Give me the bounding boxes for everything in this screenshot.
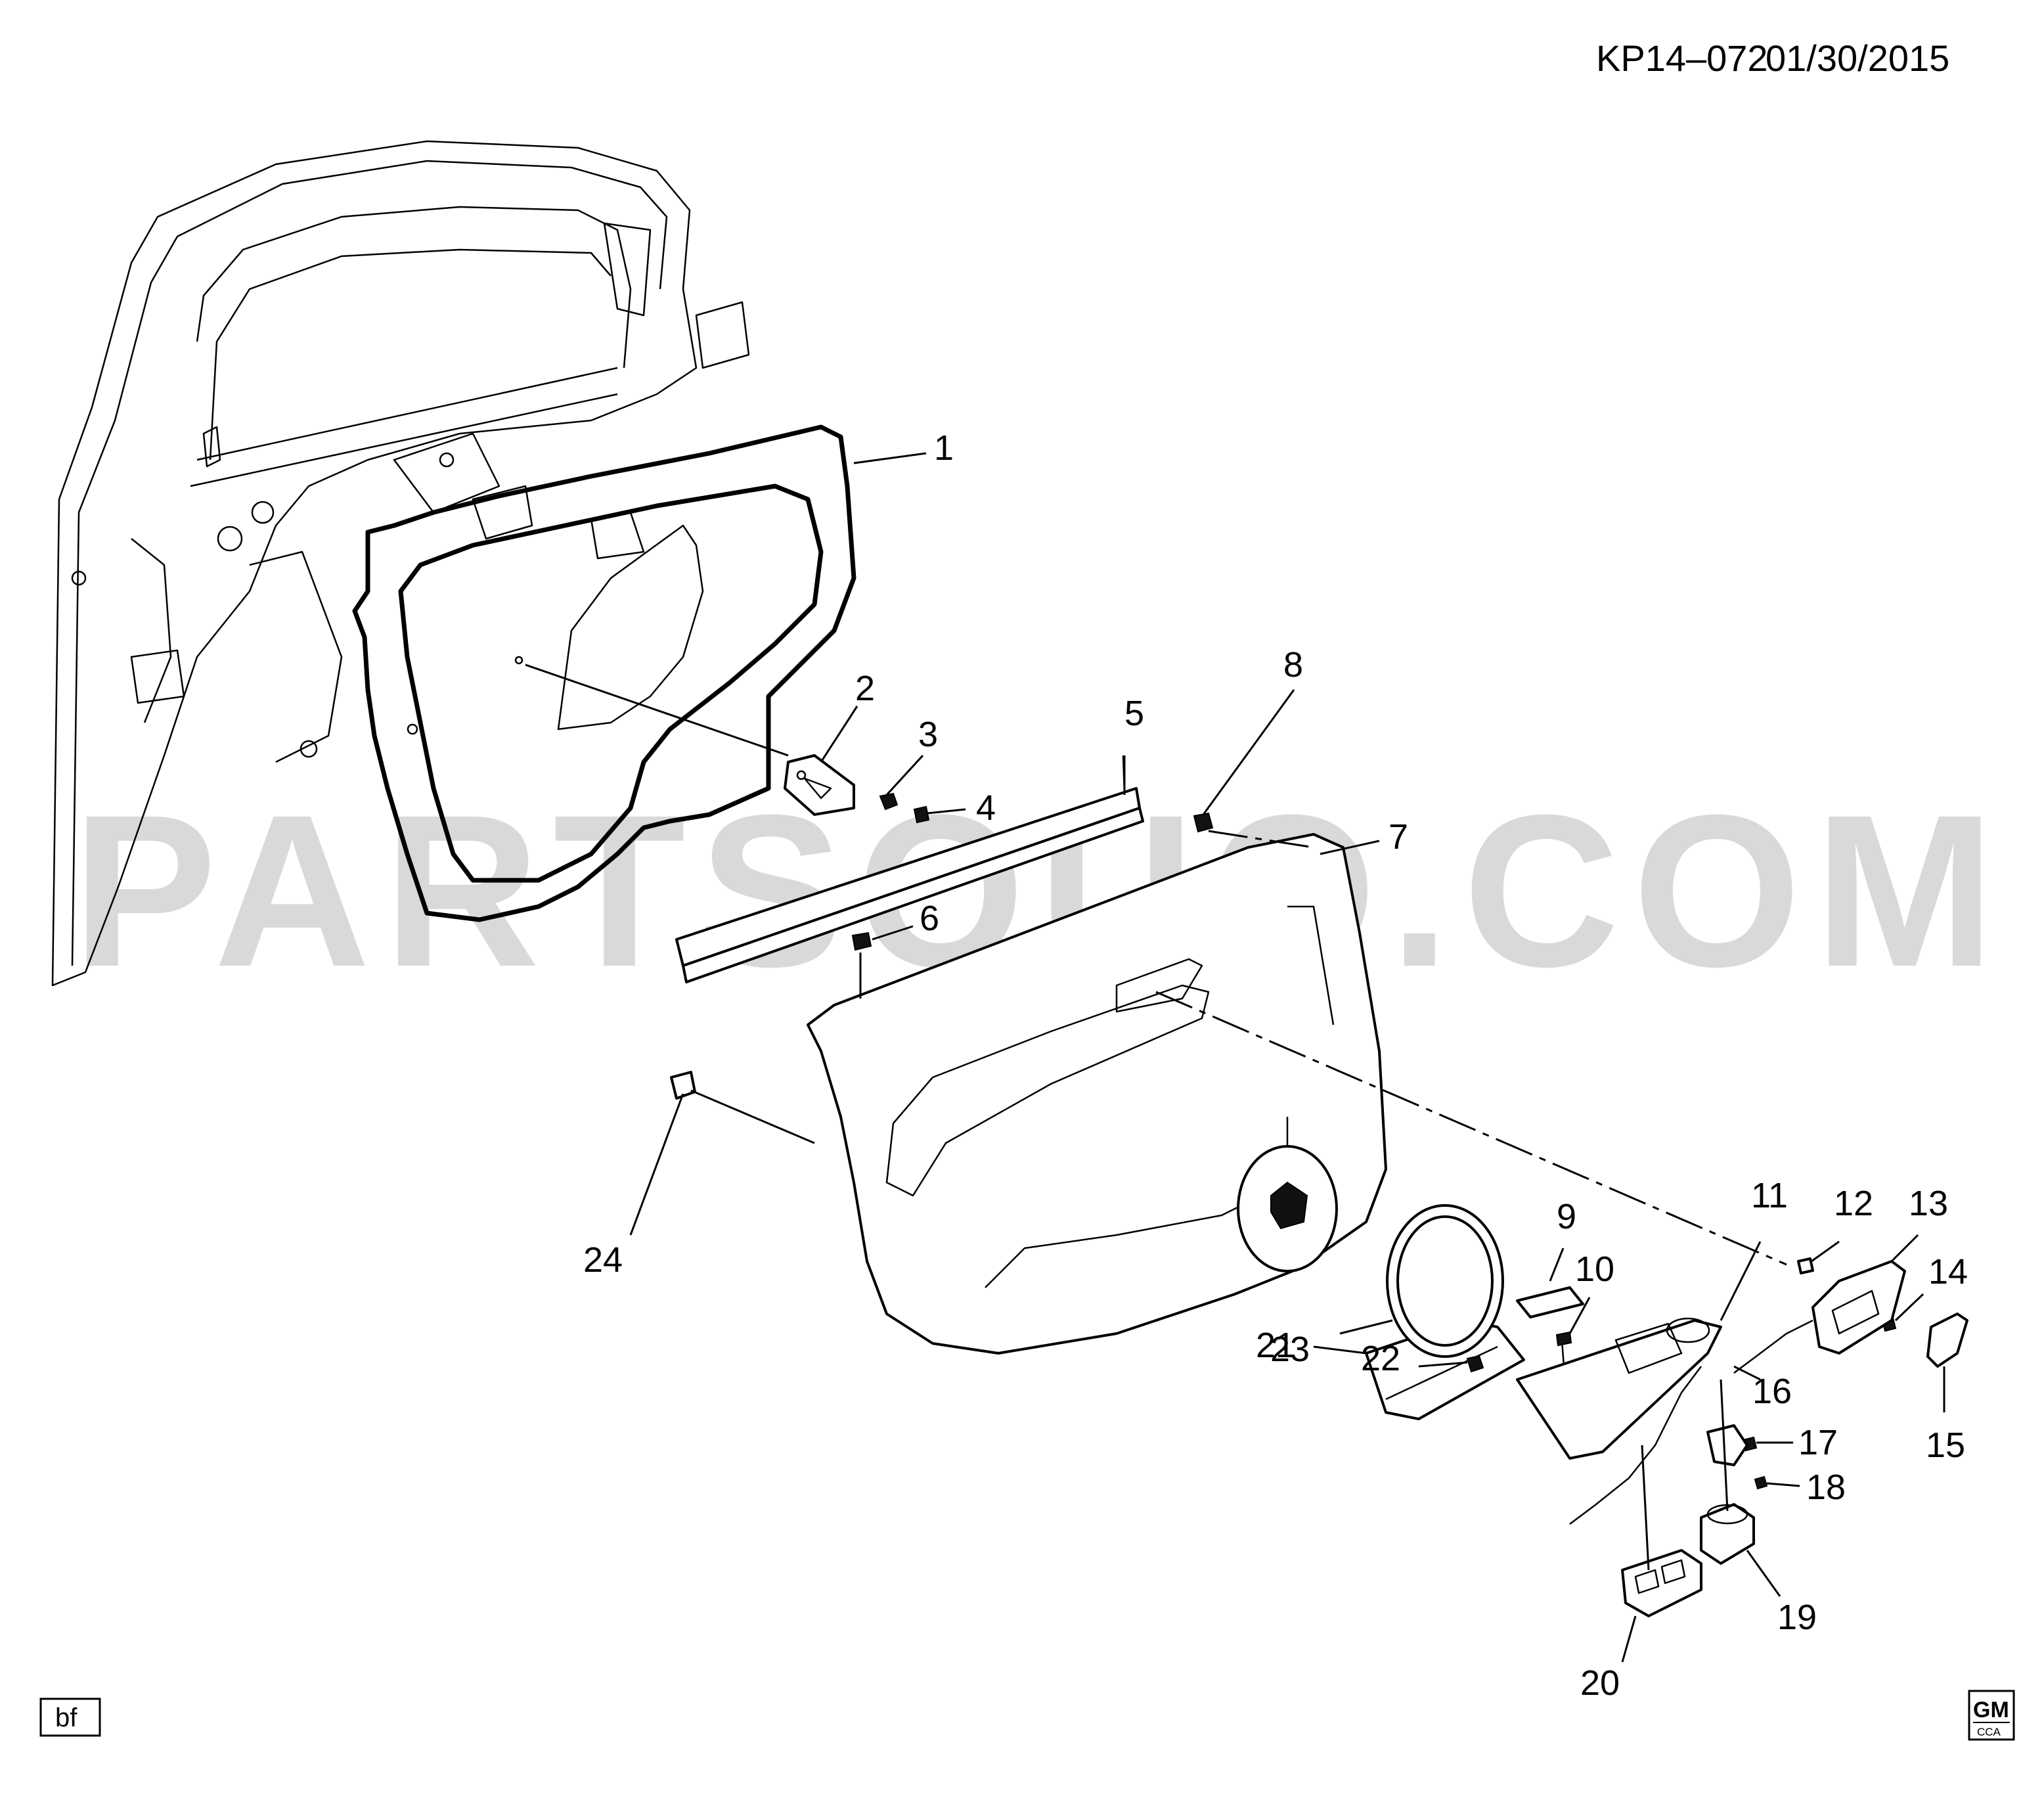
callout-14: 14 [1928,1252,1968,1292]
callout-20: 20 [1580,1663,1620,1703]
callout-13: 13 [1909,1184,1948,1223]
callout-9: 9 [1557,1197,1576,1236]
part-9-pad [1516,1286,1584,1318]
callout-7: 7 [1389,817,1408,857]
callout-10: 10 [1575,1249,1614,1289]
gm-logo: GM CCA [1968,1690,2015,1741]
callout-12: 12 [1834,1184,1873,1223]
part-20-window-switch [1621,1549,1702,1617]
callout-22: 22 [1361,1339,1400,1378]
part-23-speaker-grille [1386,1204,1504,1358]
callout-23: 23 [1270,1330,1310,1369]
callout-4: 4 [976,788,996,828]
drawing-date: 01/30/2015 [1766,37,1949,79]
door-frame-illustration [51,140,750,987]
footer-tag: bf [39,1697,101,1737]
callout-5: 5 [1124,694,1144,733]
callout-24: 24 [583,1240,623,1280]
part-4-screw [913,805,930,824]
drawing-id: KP14–072 [1596,37,1768,79]
part-3-fastener [879,792,899,811]
part-6-retainer [851,932,872,951]
part-18-screw [1754,1475,1768,1490]
callout-3: 3 [918,715,938,754]
part-2-bracket [784,754,855,816]
assembly-line-panel-to-handle [1155,991,1787,1266]
part-22-screw [1466,1355,1484,1373]
part-13-handle-bezel [1811,1260,1906,1355]
gm-logo-bottom: CCA [1977,1726,2001,1738]
gm-logo-top: GM [1973,1697,2009,1722]
part-8-retainer [1193,812,1214,833]
callout-19: 19 [1777,1598,1817,1637]
part-11-switch-bezel [1516,1317,1722,1460]
callout-2: 2 [855,669,875,708]
part-15-cover [1926,1313,1968,1368]
part-5-trim-strip [675,755,1144,983]
part-7-door-trim-panel [807,833,1387,1355]
footer-tag-text: bf [55,1703,78,1732]
part-1-water-deflector [352,424,856,922]
callout-18: 18 [1806,1468,1846,1507]
callout-8: 8 [1283,645,1303,685]
callout-16: 16 [1752,1372,1792,1411]
part-19-mirror-switch [1700,1503,1755,1565]
part-17-switch-module [1706,1424,1748,1466]
callout-21: 21 [1256,1326,1295,1365]
leader-lines [629,452,1945,1663]
part-12-fastener [1797,1257,1814,1274]
callout-1: 1 [934,428,954,468]
callout-15: 15 [1926,1426,1965,1465]
callout-6: 6 [920,899,939,938]
callout-17: 17 [1798,1423,1838,1462]
callout-11: 11 [1751,1176,1788,1215]
assembly-line-pin-to-panel [1208,830,1314,849]
